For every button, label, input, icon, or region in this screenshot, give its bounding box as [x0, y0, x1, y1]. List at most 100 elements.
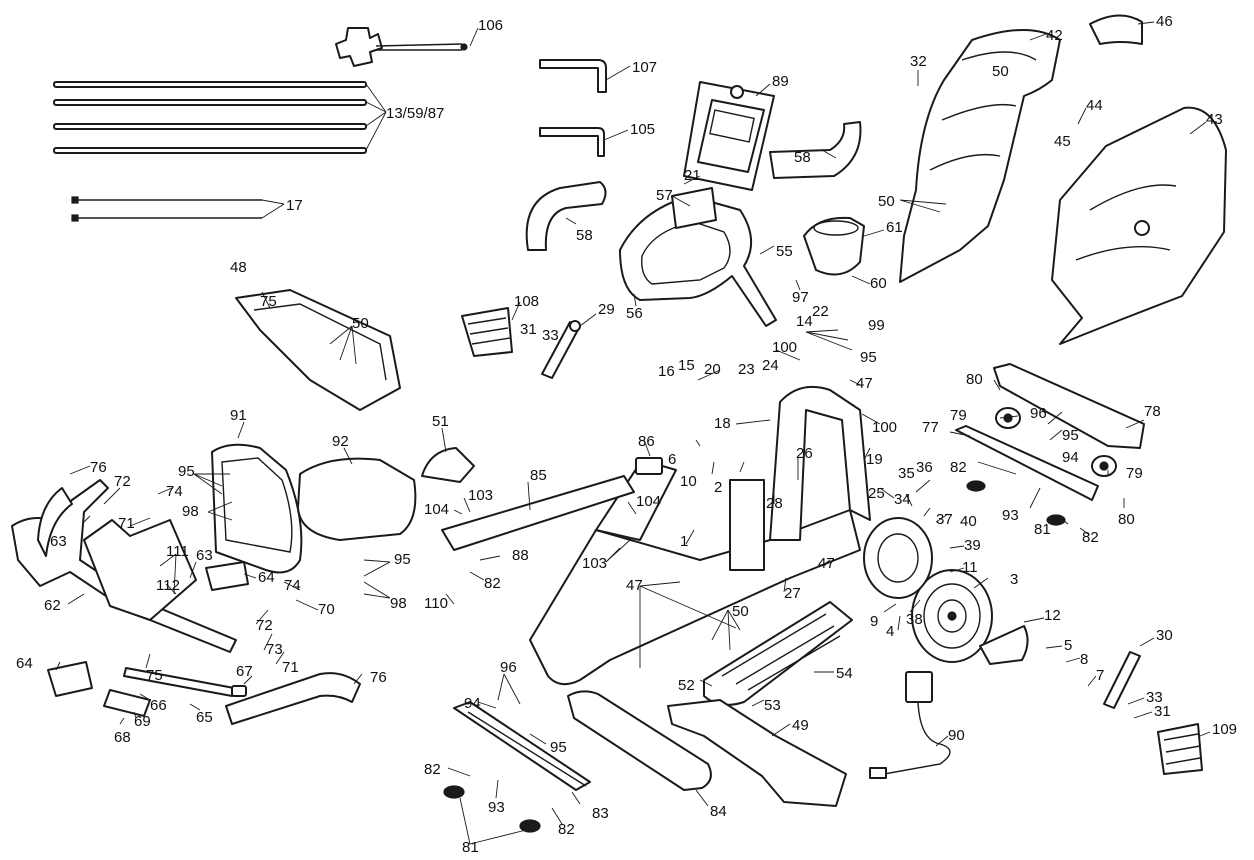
callout-label: 60 [870, 275, 887, 292]
callout-label: 86 [638, 433, 655, 450]
callout-label: 78 [1144, 403, 1161, 420]
callout-label: 31 [1154, 703, 1171, 720]
callout-label: 95 [178, 463, 195, 480]
callout-label: 24 [762, 357, 779, 374]
callout-label: 103 [468, 487, 493, 504]
callout-label: 44 [1086, 97, 1103, 114]
callout-label: 82 [484, 575, 501, 592]
transport-wheel-2 [1091, 455, 1117, 477]
callout-label: 12 [1044, 607, 1061, 624]
callout-label: 64 [258, 569, 275, 586]
callout-label: 99 [868, 317, 885, 334]
crank-arm-right [1103, 651, 1141, 709]
callout-label: 30 [1156, 627, 1173, 644]
rear-stabilizer [955, 425, 1099, 501]
lower-shroud [667, 699, 847, 807]
callout-label: 70 [318, 601, 335, 618]
callout-label: 16 [658, 363, 675, 380]
callout-label: 83 [592, 805, 609, 822]
callout-label: 104 [636, 493, 661, 510]
seat-rail [441, 475, 635, 551]
callout-label: 22 [812, 303, 829, 320]
callout-label: 8 [1080, 651, 1088, 668]
callout-label: 111 [166, 543, 189, 560]
bracket-86 [635, 457, 663, 475]
callout-label: 82 [558, 821, 575, 838]
callout-label: 64 [16, 655, 33, 672]
callout-label: 79 [1126, 465, 1143, 482]
callout-label: 9 [870, 613, 878, 630]
main-frame [529, 386, 871, 686]
callout-label: 38 [906, 611, 923, 628]
callout-label: 58 [794, 149, 811, 166]
callout-label: 63 [50, 533, 67, 550]
power-adapter [869, 671, 951, 779]
callout-label: 52 [678, 677, 695, 694]
callout-label: 65 [196, 709, 213, 726]
allen-keys [539, 59, 607, 157]
callout-label: 36 [916, 459, 933, 476]
short-rods [71, 196, 262, 222]
callout-label: 73 [266, 641, 283, 658]
callout-label: 106 [478, 17, 503, 34]
callout-label: 49 [792, 717, 809, 734]
chain-cover [703, 601, 853, 706]
callout-label: 29 [598, 301, 615, 318]
leveler-1 [966, 480, 986, 492]
handlebar-frame [619, 187, 777, 327]
leveler-4 [519, 819, 541, 833]
pedal-right [1157, 723, 1203, 775]
callout-label: 50 [992, 63, 1009, 80]
callout-label: 93 [1002, 507, 1019, 524]
console [683, 81, 775, 191]
callout-label: 81 [1034, 521, 1051, 538]
callout-label: 72 [114, 473, 131, 490]
callout-label: 95 [550, 739, 567, 756]
grip-right [769, 121, 862, 179]
callout-label: 94 [464, 695, 481, 712]
callout-label: 40 [960, 513, 977, 530]
stabilizer-cover [993, 363, 1145, 449]
callout-label: 107 [632, 59, 657, 76]
front-stabilizer [453, 701, 591, 791]
lever-arm [123, 667, 247, 697]
callout-label: 95 [1062, 427, 1079, 444]
callout-label: 5 [1064, 637, 1072, 654]
long-rods [53, 81, 367, 154]
callout-label: 57 [656, 187, 673, 204]
callout-label: 11 [962, 559, 978, 576]
callout-label: 110 [424, 595, 448, 612]
callout-label: 76 [90, 459, 107, 476]
callout-label: 23 [738, 361, 755, 378]
callout-label: 46 [1156, 13, 1173, 30]
cap [1089, 14, 1143, 45]
callout-label: 82 [1082, 529, 1099, 546]
callout-label: 1 [680, 533, 688, 550]
callout-label: 45 [1054, 133, 1071, 150]
parts-layer [11, 14, 1227, 833]
callout-label: 76 [370, 669, 387, 686]
callout-label: 96 [500, 659, 517, 676]
callout-label: 18 [714, 415, 731, 432]
seat-base [235, 289, 401, 411]
callout-label: 55 [776, 243, 793, 260]
callout-labels: 106 107 105 13/59/87 17 89 21 57 58 55 3… [16, 13, 1237, 856]
transport-wheel-1 [995, 407, 1021, 429]
callout-label: 32 [910, 53, 927, 70]
callout-label: 95 [860, 349, 877, 366]
callout-label: 47 [856, 375, 873, 392]
callout-label: 56 [626, 305, 643, 322]
flywheel [911, 569, 993, 663]
seat-cushion [297, 457, 417, 541]
callout-label: 3 [1010, 571, 1018, 588]
pedal-small-1 [47, 661, 93, 697]
callout-label: 100 [872, 419, 897, 436]
callout-label: 77 [922, 419, 939, 436]
callout-label: 48 [230, 259, 247, 276]
callout-label: 91 [230, 407, 247, 424]
callout-label: 67 [236, 663, 253, 680]
callout-label: 84 [710, 803, 727, 820]
dome-cap [421, 447, 475, 483]
callout-label: 95 [394, 551, 411, 568]
wrench-tool [335, 27, 468, 67]
